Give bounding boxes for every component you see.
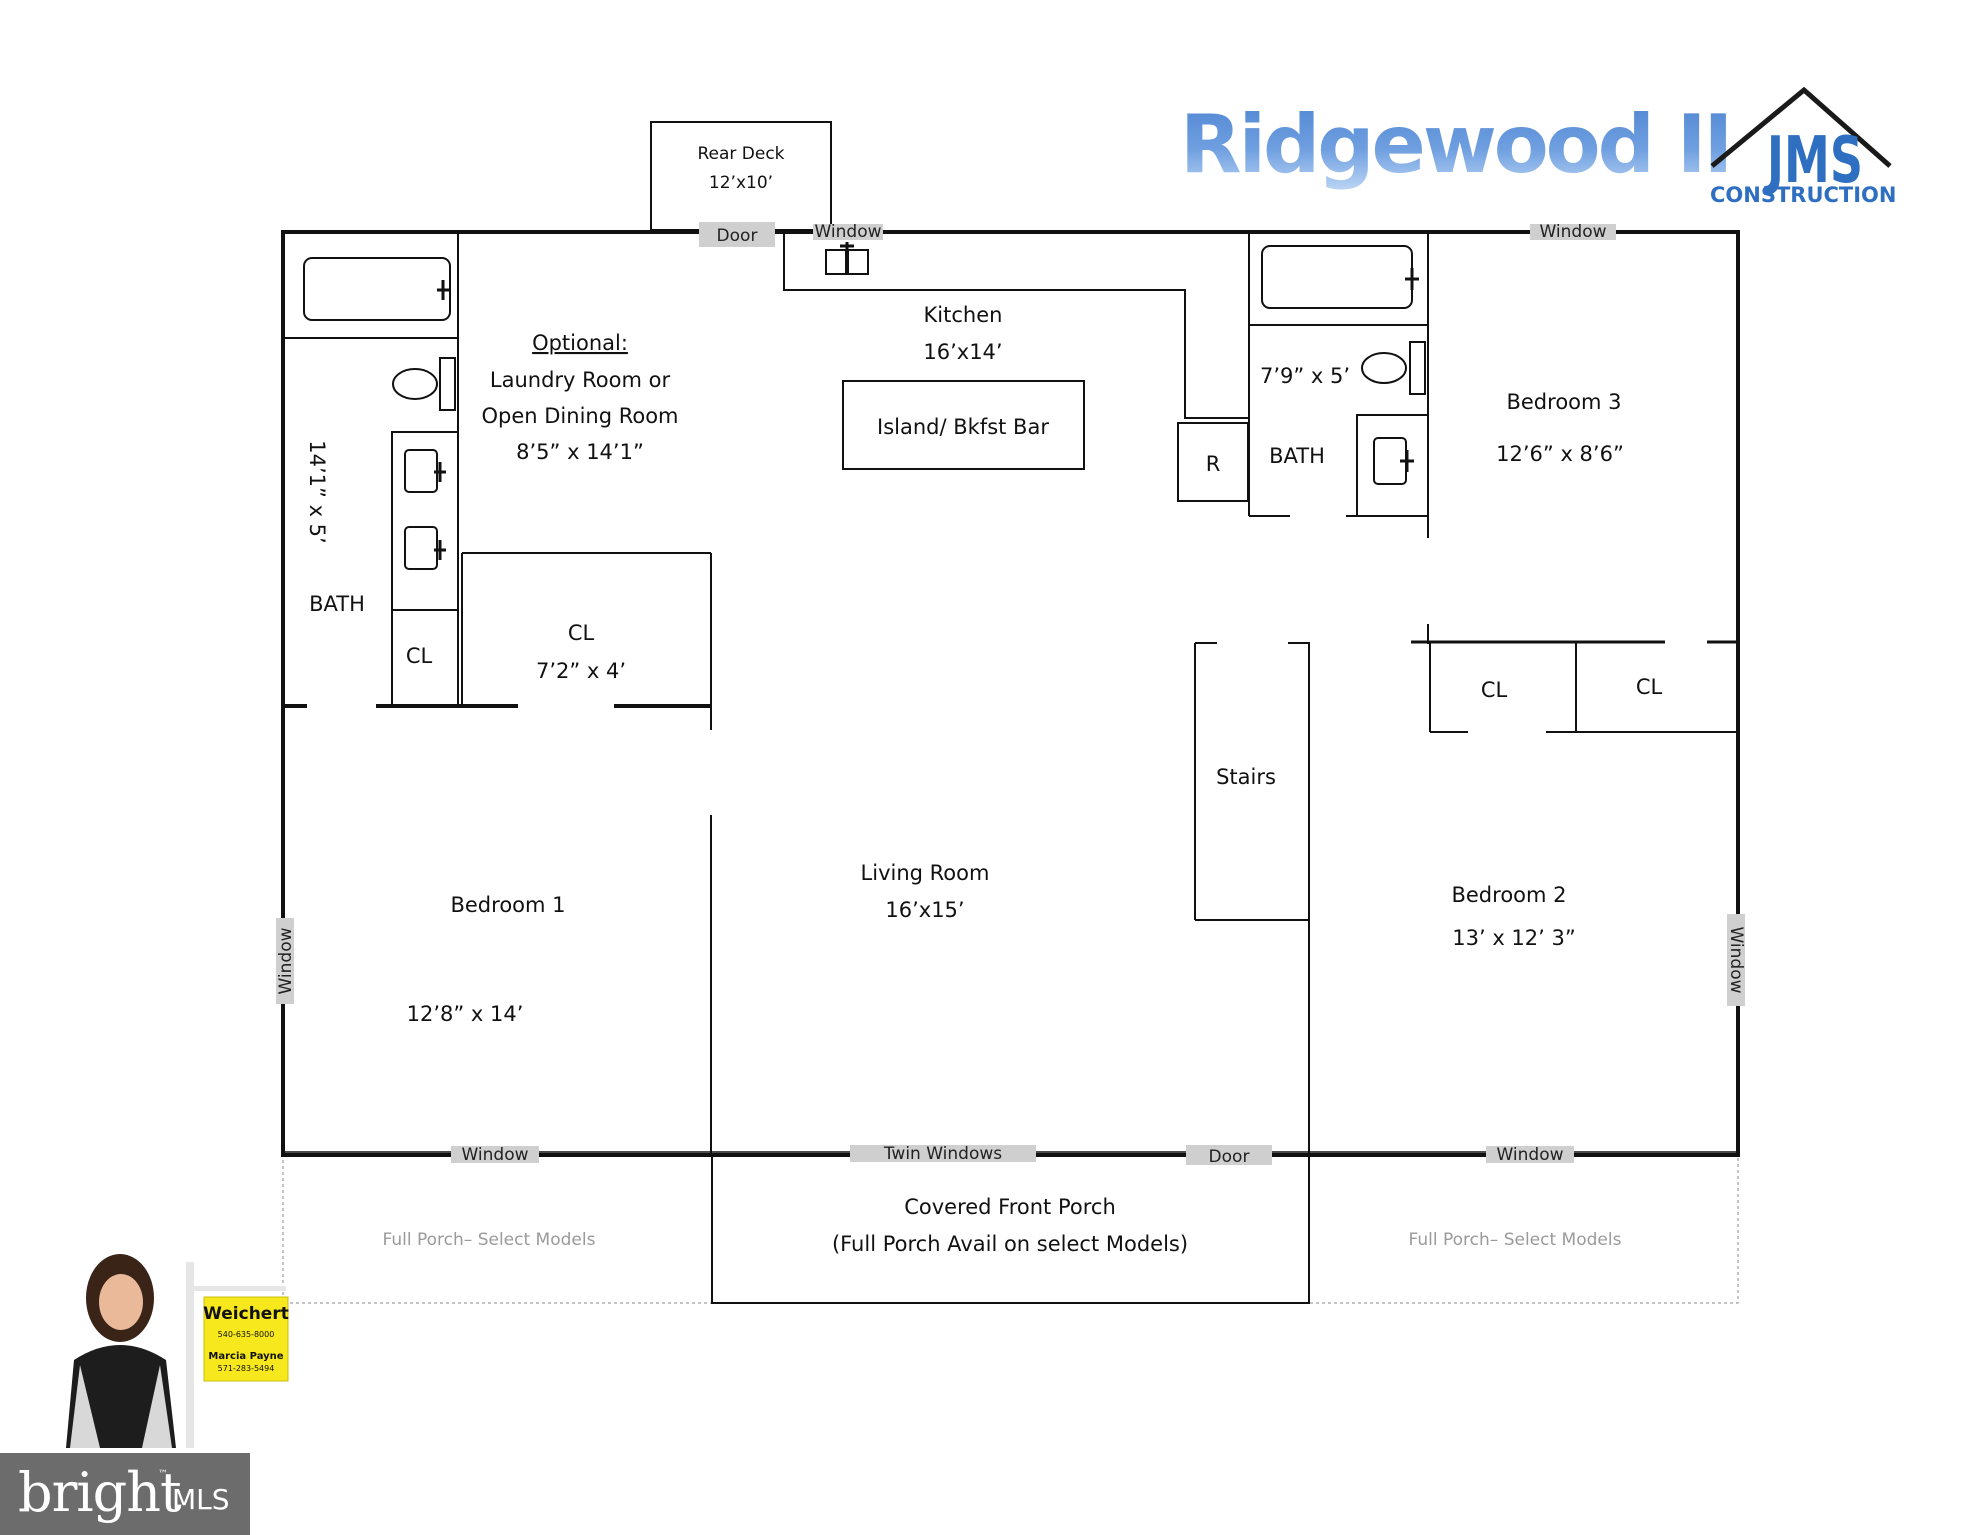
- living-room-label: Living Room: [861, 861, 990, 885]
- laundry-line1: Laundry Room or: [490, 368, 671, 392]
- sign-post: [186, 1262, 194, 1448]
- bedroom1-front-window-tag: Window: [451, 1145, 539, 1165]
- closet-b3-label: CL: [1636, 675, 1663, 699]
- bedroom3-window-tag: Window: [1530, 222, 1616, 242]
- bedroom2-front-window-tag: Window: [1486, 1145, 1574, 1165]
- weichert-sign: Weichert 540-635-8000 Marcia Payne 571-2…: [203, 1296, 289, 1382]
- closet-b2-label: CL: [1481, 678, 1508, 702]
- hall-closet-size: 7’2” x 4’: [536, 659, 626, 683]
- rear-deck-label: Rear Deck: [697, 144, 784, 164]
- bedroom2-size: 13’ x 12’ 3”: [1452, 926, 1576, 950]
- twin-windows-tag: Twin Windows: [850, 1144, 1036, 1164]
- island-label: Island/ Bkfst Bar: [877, 415, 1049, 439]
- sink-master-1-icon: [404, 449, 446, 493]
- bathtub-master-icon: [303, 257, 451, 321]
- full-porch-outline: [282, 1154, 1739, 1304]
- bath2-size: 7’9” x 5’: [1260, 364, 1350, 388]
- bathtub-bath2-icon: [1261, 245, 1419, 309]
- bath2-label: BATH: [1269, 444, 1325, 468]
- bedroom2-label: Bedroom 2: [1451, 883, 1566, 907]
- svg-text:Window: Window: [461, 1145, 528, 1165]
- bright-trademark: ™: [158, 1469, 168, 1480]
- laundry-heading: Optional:: [532, 331, 628, 355]
- refrigerator: [1177, 422, 1249, 502]
- porch-left-label: Full Porch– Select Models: [383, 1230, 596, 1250]
- svg-text:Window: Window: [1496, 1145, 1563, 1165]
- bath-closet-label: CL: [406, 644, 433, 668]
- jms-construction-logo: JMS CONSTRUCTION: [1710, 86, 1897, 207]
- bright-mls-suffix: MLS: [172, 1483, 230, 1516]
- svg-text:Door: Door: [1209, 1147, 1250, 1167]
- refrigerator-label: R: [1206, 452, 1221, 476]
- jms-construction-text: CONSTRUCTION: [1710, 183, 1897, 207]
- sign-brand: Weichert: [203, 1304, 289, 1324]
- front-door-tag: Door: [1186, 1145, 1272, 1167]
- master-bath-label: BATH: [309, 592, 365, 616]
- bright-word: bright: [18, 1461, 182, 1524]
- bedroom3-size: 12’6” x 8’6”: [1496, 442, 1624, 466]
- laundry-line2: Open Dining Room: [481, 404, 678, 428]
- living-room-size: 16’x15’: [885, 898, 964, 922]
- jms-roof-icon: [1710, 86, 1892, 168]
- master-bath-size: 14’1” x 5’: [305, 440, 329, 543]
- svg-text:Door: Door: [717, 226, 758, 246]
- rear-door-tag: Door: [699, 222, 775, 247]
- front-porch-label: Covered Front Porch: [904, 1195, 1116, 1219]
- covered-front-porch: [711, 1154, 1310, 1304]
- bedroom1-size: 12’8” x 14’: [407, 1002, 524, 1026]
- sink-master-2-icon: [404, 526, 446, 570]
- jms-mark: JMS: [1764, 123, 1863, 198]
- bedroom3-label: Bedroom 3: [1506, 390, 1621, 414]
- sink-bath2-icon: [1373, 437, 1414, 485]
- toilet-master-icon: [392, 357, 456, 411]
- laundry-size: 8’5” x 14’1”: [516, 440, 644, 464]
- bedroom1-label: Bedroom 1: [450, 893, 565, 917]
- sign-phone: 540-635-8000: [218, 1330, 275, 1339]
- agent-photo: [66, 1254, 286, 1448]
- porch-right-label: Full Porch– Select Models: [1409, 1230, 1622, 1250]
- bright-mls-watermark: bright ™ MLS: [0, 1453, 250, 1535]
- island-bar: [842, 380, 1085, 470]
- kitchen-size: 16’x14’: [923, 340, 1002, 364]
- rear-deck-size: 12’x10’: [709, 173, 773, 193]
- svg-text:Window: Window: [814, 222, 881, 242]
- kitchen-label: Kitchen: [924, 303, 1003, 327]
- svg-text:Twin Windows: Twin Windows: [883, 1144, 1002, 1164]
- sign-agent-phone: 571-283-5494: [218, 1364, 275, 1373]
- bedroom1-side-window-tag: Window: [276, 918, 296, 1004]
- sign-agent: Marcia Payne: [208, 1351, 283, 1362]
- bedroom2-side-window-tag: Window: [1726, 914, 1746, 1006]
- toilet-bath2-icon: [1361, 341, 1426, 395]
- kitchen-sink-icon: [825, 242, 869, 275]
- plan-title: Ridgewood II: [1180, 98, 1730, 191]
- stairs-label: Stairs: [1216, 765, 1276, 789]
- front-porch-note: (Full Porch Avail on select Models): [832, 1232, 1188, 1256]
- svg-text:Window: Window: [1539, 222, 1606, 242]
- svg-text:Window: Window: [276, 927, 296, 994]
- svg-text:Window: Window: [1726, 926, 1746, 993]
- hall-closet-label: CL: [568, 621, 595, 645]
- kitchen-window-tag: Window: [813, 222, 883, 242]
